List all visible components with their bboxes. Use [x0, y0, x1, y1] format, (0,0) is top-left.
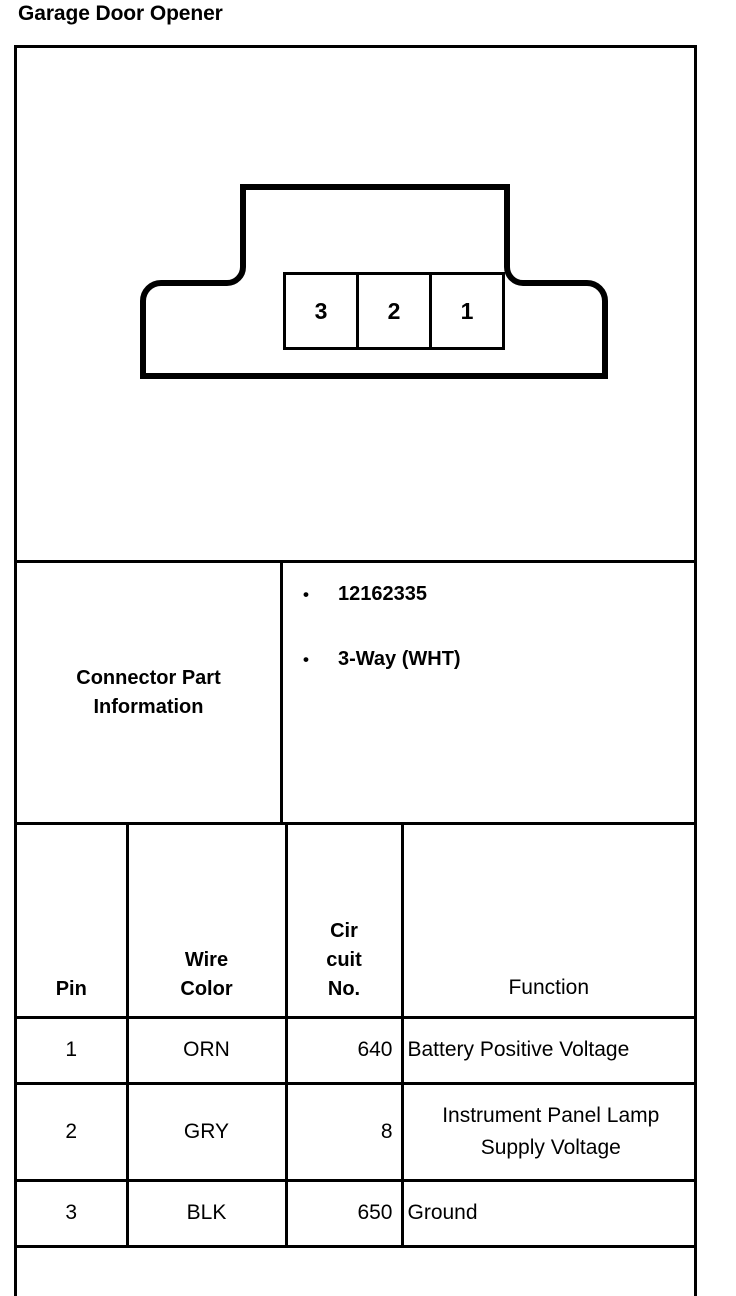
connector-part-number: 12162335 [338, 583, 427, 605]
page-title: Garage Door Opener [18, 2, 223, 25]
function-line-2: Supply Voltage [480, 1135, 621, 1159]
wire-color-header-line-2: Color [180, 977, 233, 1000]
cell-wire-color: ORN [125, 1017, 288, 1085]
connector-spec-sheet: 3 2 1 Connector Part Information • 12162… [14, 45, 697, 1296]
circuit-no-header-line-2: cuit [326, 948, 362, 971]
cell-function: Battery Positive Voltage [400, 1017, 694, 1085]
column-header-wire-color: Wire Color [125, 825, 288, 1019]
cell-wire-color: GRY [125, 1081, 288, 1182]
cell-function: Ground [400, 1178, 694, 1248]
connector-part-information-section: Connector Part Information • 12162335 • … [17, 563, 694, 825]
table-row: 3 BLK 650 Ground [17, 1178, 694, 1248]
connector-part-information-values-cell: • 12162335 • 3-Way (WHT) [283, 563, 694, 822]
cpi-label-line-2: Information [93, 695, 204, 718]
connector-diagram-area: 3 2 1 [17, 48, 694, 563]
cell-circuit-no: 650 [284, 1178, 404, 1248]
table-row: 1 ORN 640 Battery Positive Voltage [17, 1017, 694, 1085]
cell-pin: 1 [17, 1017, 129, 1085]
table-header-row: Pin Wire Color Cir cuit No. Function [17, 825, 694, 1019]
column-header-circuit-no: Cir cuit No. [284, 825, 404, 1019]
wire-color-header-line-1: Wire [184, 948, 229, 971]
cell-function: Instrument Panel Lamp Supply Voltage [400, 1081, 694, 1182]
column-header-function: Function [400, 825, 694, 1019]
cpi-label-line-1: Connector Part [76, 666, 221, 689]
cell-circuit-no: 8 [284, 1081, 404, 1182]
pin-cavity-grid: 3 2 1 [283, 272, 505, 350]
column-header-pin: Pin [17, 825, 129, 1019]
cell-wire-color: BLK [125, 1178, 288, 1248]
connector-part-number-row: • 12162335 [303, 583, 694, 606]
pin-cavity-2: 2 [359, 275, 432, 347]
pin-cavity-3: 3 [286, 275, 359, 347]
connector-way-count: 3-Way (WHT) [338, 648, 461, 670]
cell-pin: 2 [17, 1081, 129, 1182]
connector-outline-icon [140, 184, 608, 379]
circuit-no-header-line-1: Cir [330, 919, 358, 942]
connector-part-information-label: Connector Part Information [76, 664, 220, 722]
table-row: 2 GRY 8 Instrument Panel Lamp Supply Vol… [17, 1081, 694, 1182]
cell-circuit-no: 640 [284, 1017, 404, 1085]
pin-assignment-table: Pin Wire Color Cir cuit No. Function 1 O… [17, 825, 694, 1248]
bullet-icon: • [303, 650, 309, 669]
connector-part-information-label-cell: Connector Part Information [17, 563, 283, 822]
function-line-1: Instrument Panel Lamp [442, 1104, 660, 1127]
pin-cavity-1: 1 [460, 297, 474, 324]
circuit-no-header-line-3: No. [327, 977, 361, 1000]
connector-way-count-row: • 3-Way (WHT) [303, 648, 694, 671]
bullet-icon: • [303, 585, 309, 604]
cell-pin: 3 [17, 1178, 129, 1248]
